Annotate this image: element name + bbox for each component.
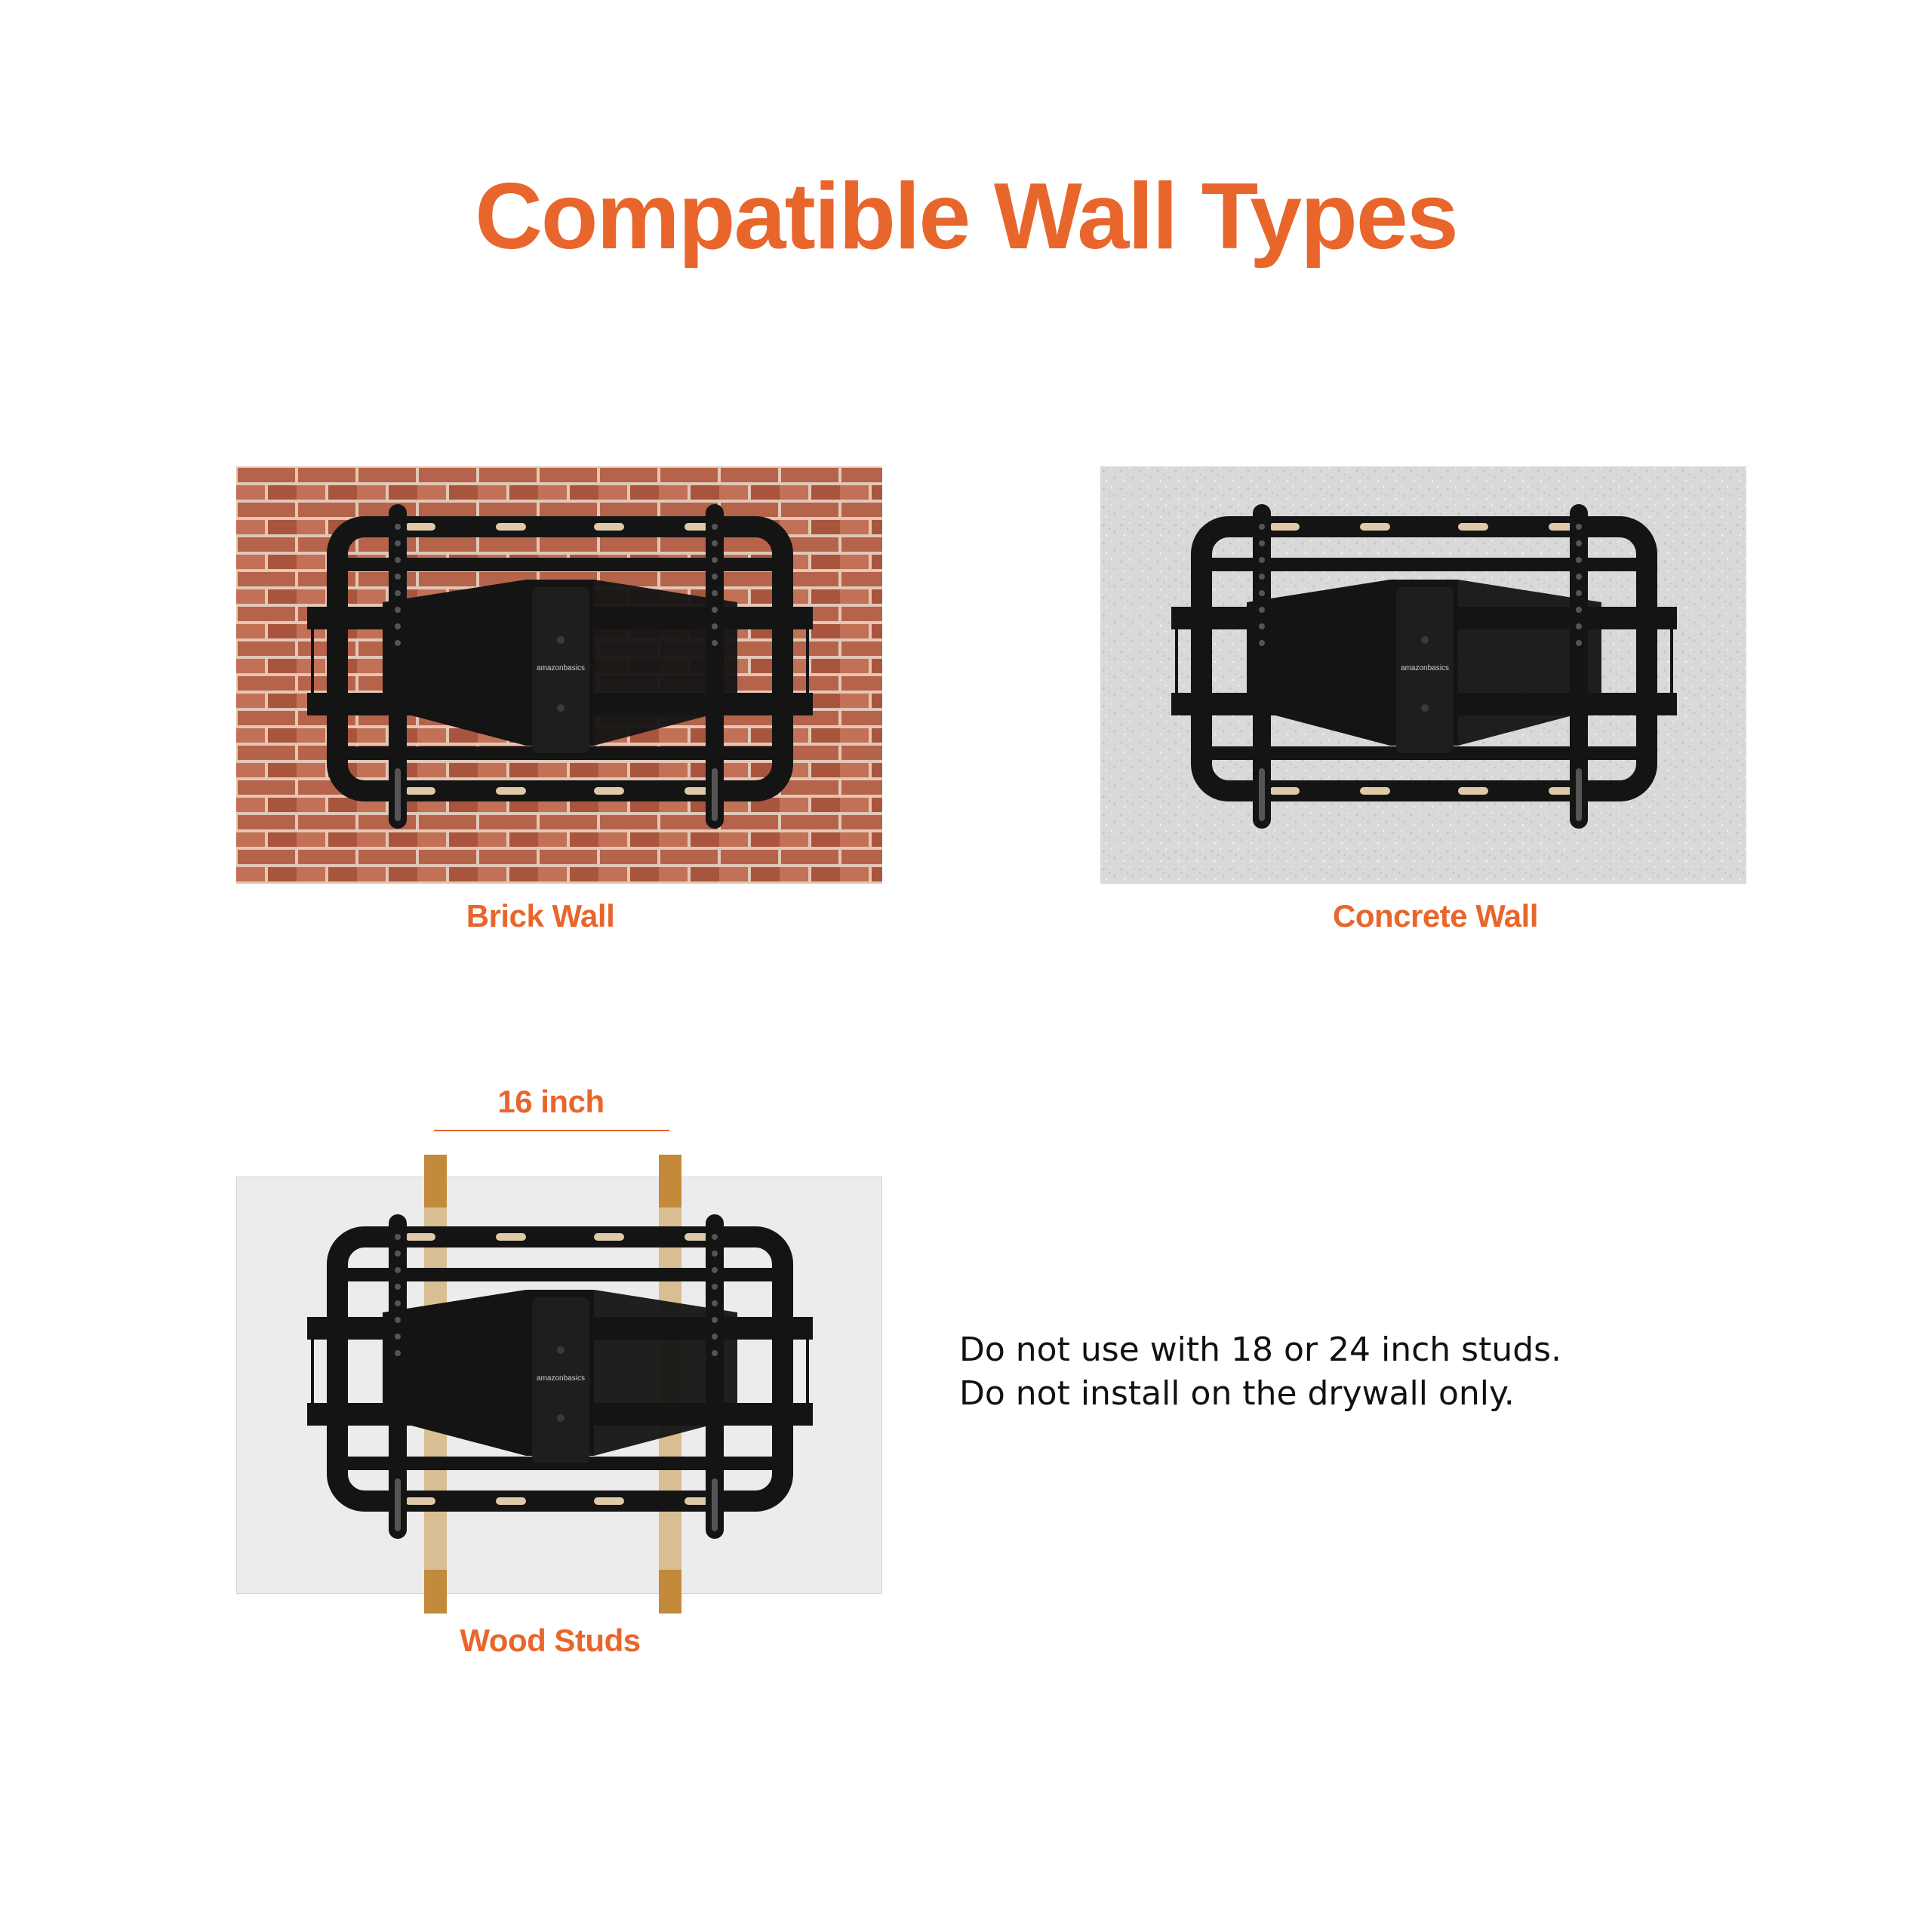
concrete-wall-image: amazonbasics	[1100, 466, 1746, 884]
tv-wall-mount: amazonbasics	[307, 1214, 813, 1539]
wood-studs-label: Wood Studs	[460, 1623, 641, 1658]
concrete-wall-label: Concrete Wall	[1333, 898, 1539, 934]
brand-logo: amazonbasics	[537, 1374, 585, 1383]
stud-spacing-dimension-line	[434, 1130, 669, 1131]
note-drywall: Do not install on the drywall only.	[959, 1374, 1515, 1413]
tv-wall-mount: amazonbasics	[1171, 504, 1677, 829]
right-stud-bottom	[659, 1570, 681, 1614]
brick-wall-image: amazonbasics	[236, 466, 882, 884]
brand-logo: amazonbasics	[537, 664, 585, 672]
tv-wall-mount: amazonbasics	[307, 504, 813, 829]
brick-wall-label: Brick Wall	[466, 898, 615, 934]
left-stud-top	[424, 1155, 447, 1208]
stud-spacing-label: 16 inch	[497, 1084, 605, 1119]
left-stud-bottom	[424, 1570, 447, 1614]
installation-notes: Do not use with 18 or 24 inch studs. Do …	[959, 1328, 1714, 1416]
brand-logo: amazonbasics	[1401, 664, 1449, 672]
note-stud-spacing: Do not use with 18 or 24 inch studs.	[959, 1331, 1562, 1369]
page-title: Compatible Wall Types	[475, 165, 1459, 269]
wood-studs-image: amazonbasics	[236, 1177, 882, 1594]
right-stud-top	[659, 1155, 681, 1208]
